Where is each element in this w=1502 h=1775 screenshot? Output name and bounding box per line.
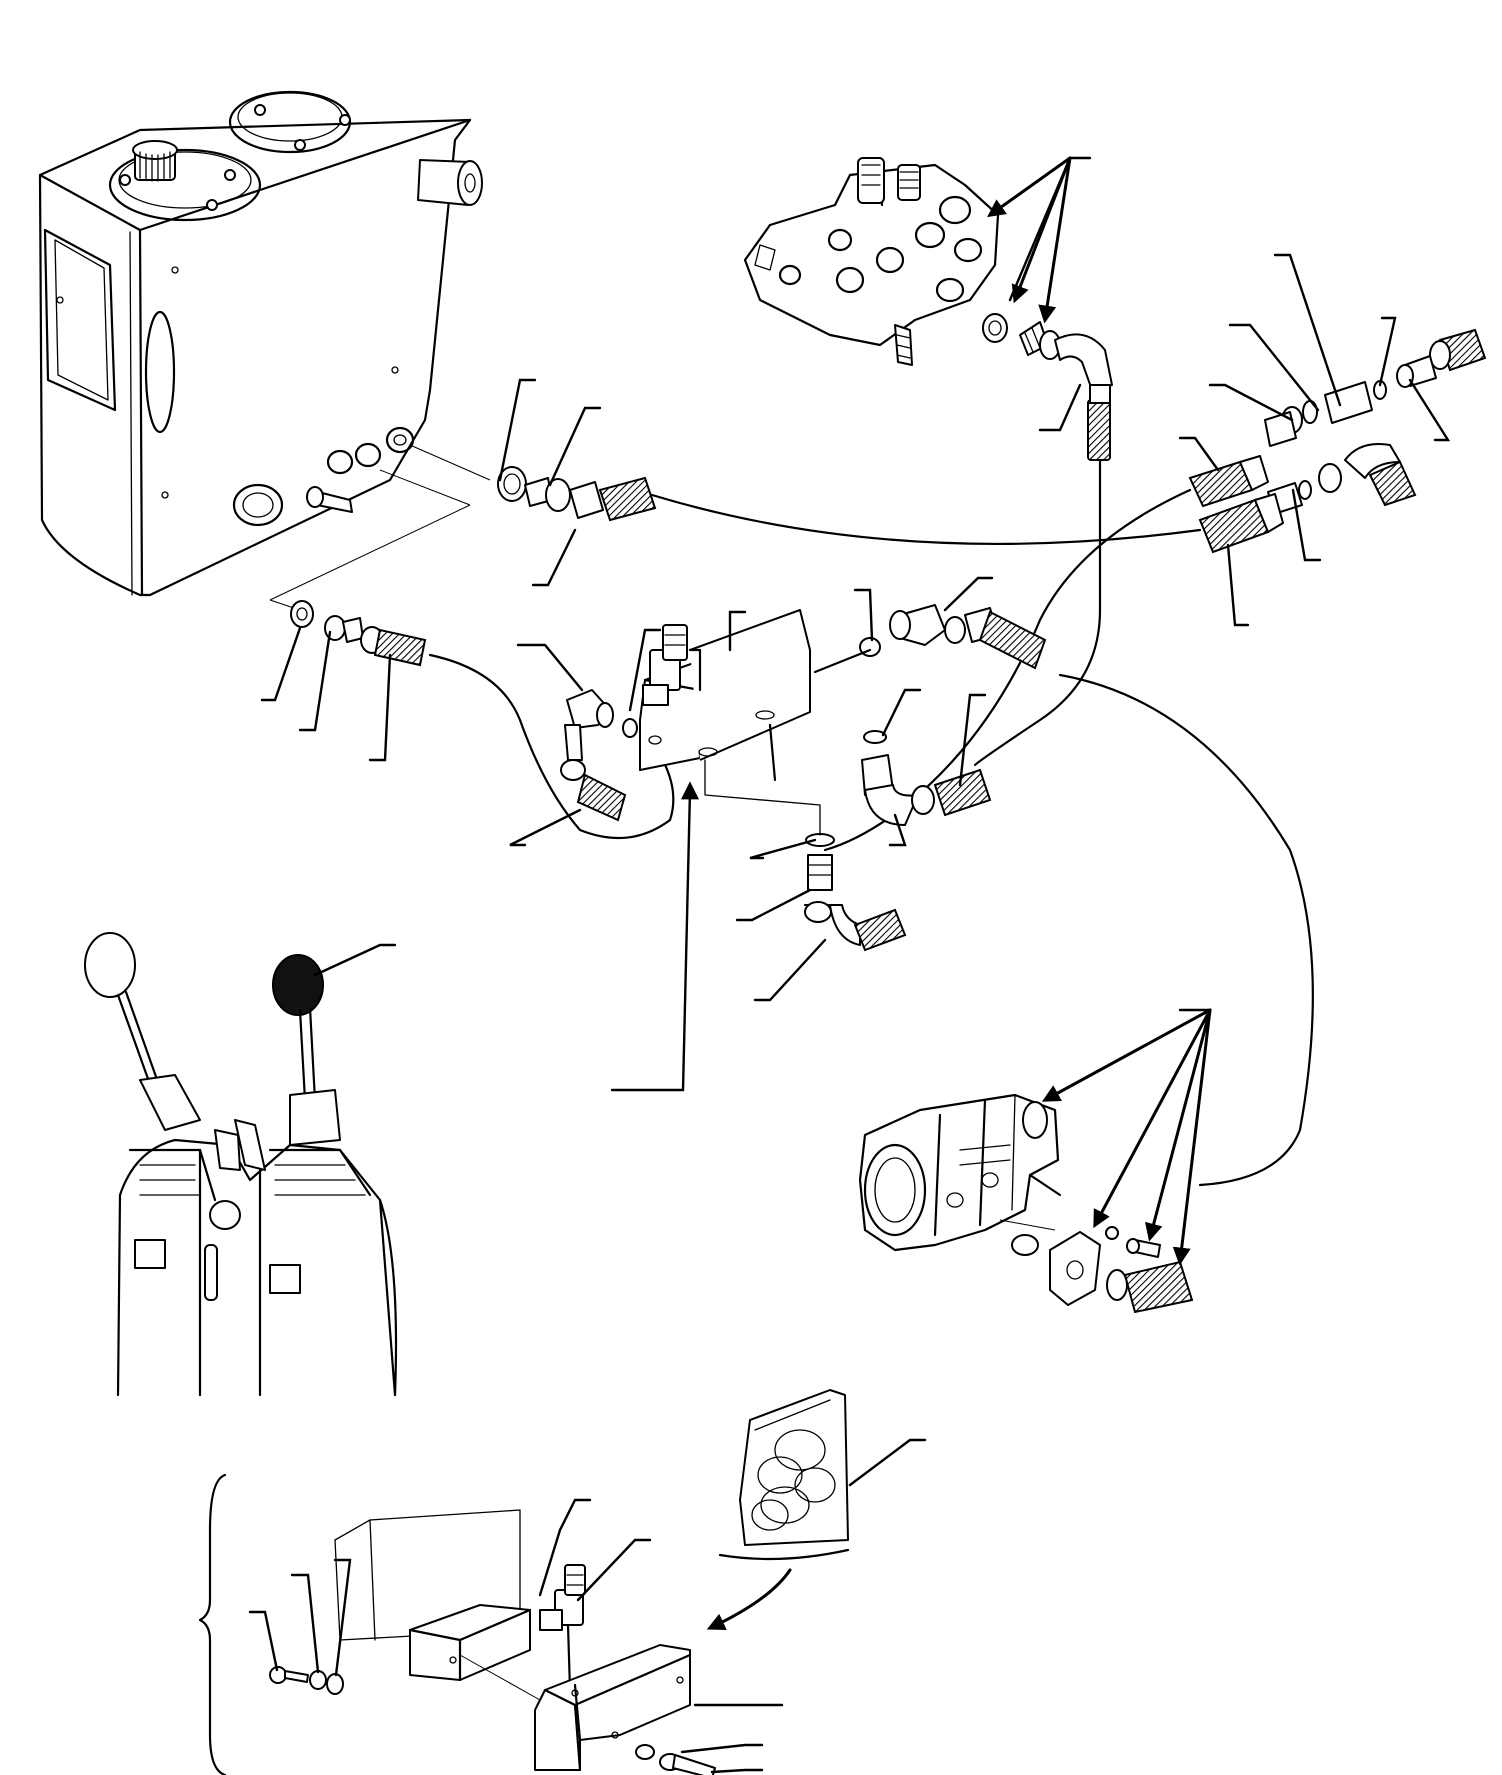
joystick-controls — [84, 932, 398, 1397]
seal-kit-bag — [718, 1389, 850, 1561]
left-hose-fittings — [290, 600, 427, 667]
block-elbow-lower-right — [861, 730, 992, 826]
hydraulic-pump — [858, 1093, 1062, 1252]
pump-fittings — [1011, 1226, 1194, 1314]
control-valve — [743, 156, 1000, 366]
block-elbow-left — [560, 689, 638, 822]
hoses — [428, 458, 1314, 1187]
diverter-valve-block — [639, 609, 812, 771]
block-lower-fittings — [704, 759, 907, 952]
block-elbow-right — [768, 604, 1047, 782]
hydraulic-tank — [38, 90, 483, 597]
tank-hose-fittings — [497, 466, 657, 522]
valve-fittings — [982, 313, 1113, 461]
callout-leaders — [248, 156, 1451, 1774]
right-fittings-group — [1188, 328, 1487, 554]
tank-connection-lines — [269, 444, 491, 611]
valve-assembly-exploded — [198, 1473, 716, 1775]
